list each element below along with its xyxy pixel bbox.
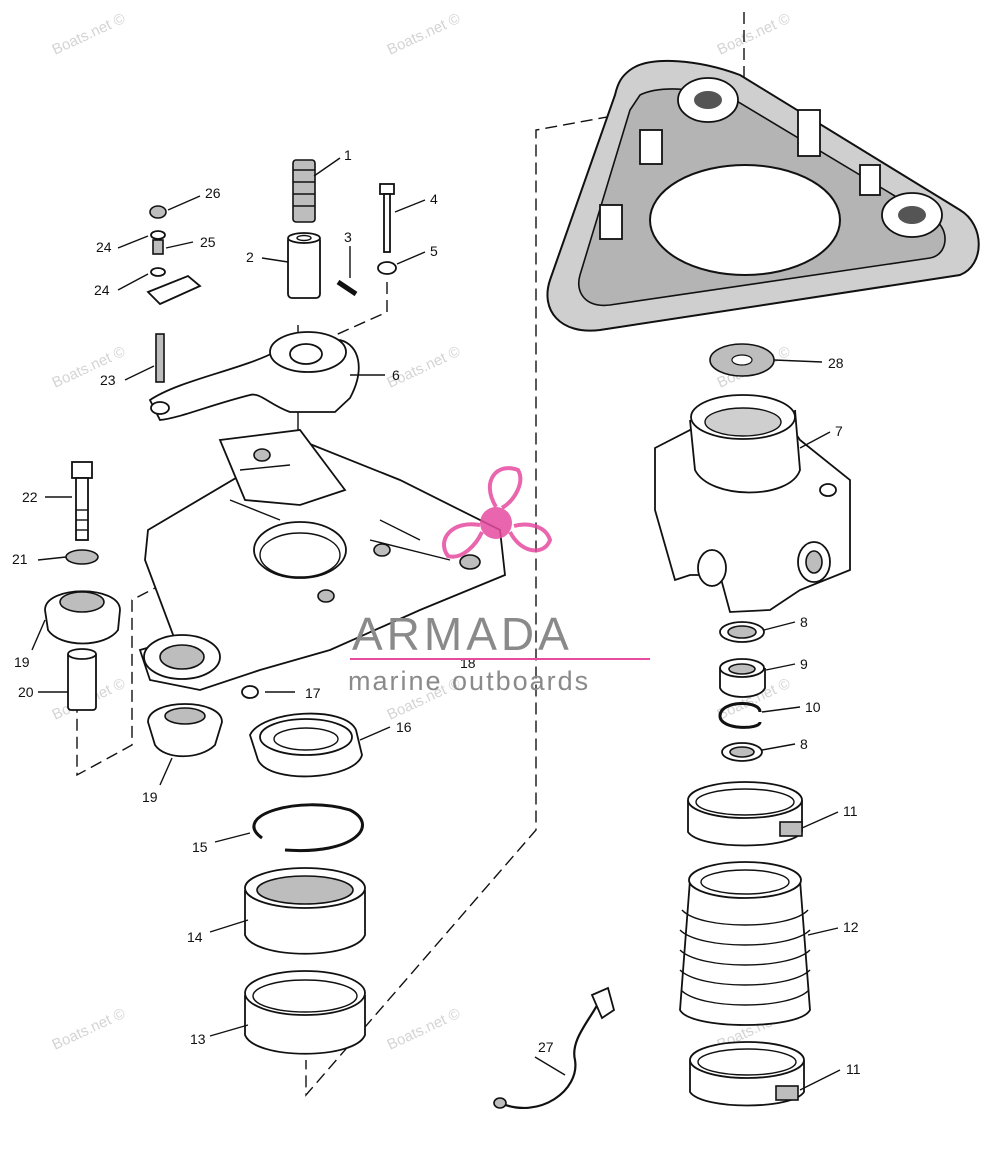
label-part-19-left: 19 [14, 654, 30, 670]
label-part-10: 10 [805, 699, 821, 715]
dashed-line-left [76, 574, 181, 777]
watermark: Boats.net © [50, 10, 128, 59]
brand-tagline: marine outboards [348, 666, 590, 696]
part-bushing [287, 232, 321, 299]
label-part-5: 5 [430, 243, 438, 259]
label-part-14: 14 [187, 929, 203, 945]
label-part-6: 6 [392, 367, 400, 383]
label-part-13: 13 [190, 1031, 206, 1047]
part-plate [709, 343, 775, 377]
propeller-logo-icon [441, 466, 553, 559]
label-part-27: 27 [538, 1039, 554, 1055]
label-part-17: 17 [305, 685, 321, 701]
label-part-28: 28 [828, 355, 844, 371]
leader-lines [31, 157, 841, 1091]
dashed-line-main [305, 12, 745, 1097]
part-bellows [679, 861, 811, 1026]
dashed-line-bolt4 [319, 282, 388, 343]
label-part-23: 23 [100, 372, 116, 388]
watermark: Boats.net © [385, 1005, 463, 1054]
part-seal-lower [721, 742, 763, 762]
label-part-3: 3 [344, 229, 352, 245]
label-part-7: 7 [835, 423, 843, 439]
watermark: Boats.net © [50, 1005, 128, 1054]
part-bolt [379, 183, 395, 253]
part-retaining-ring [718, 701, 762, 729]
part-snap-ring [252, 803, 364, 853]
watermark: Boats.net © [50, 343, 128, 392]
label-part-24-upper: 24 [96, 239, 112, 255]
part-steering-pin [292, 159, 316, 223]
label-part-4: 4 [430, 191, 438, 207]
part-hose-clamp-lower [689, 1041, 805, 1107]
part-mount-bolt [71, 461, 93, 541]
label-part-20: 20 [18, 684, 34, 700]
label-part-22: 22 [22, 489, 38, 505]
label-part-26: 26 [205, 185, 221, 201]
part-sleeve [67, 648, 97, 711]
part-rubber-mount-lower [147, 703, 223, 758]
part-pin [336, 279, 358, 297]
part-screw-small [241, 685, 259, 699]
label-part-16: 16 [396, 719, 412, 735]
label-part-11-upper: 11 [843, 803, 858, 819]
part-bearing-small [719, 658, 766, 698]
armada-logo: ARMADA marine outboards [348, 466, 650, 696]
part-nut-washers [149, 205, 167, 277]
part-steering-arm [148, 331, 360, 421]
label-part-25: 25 [200, 234, 216, 250]
part-washer [377, 261, 397, 275]
part-bearing [249, 712, 363, 778]
part-bearing-race [244, 867, 366, 955]
part-rubber-mount-upper [44, 590, 121, 645]
part-ring [244, 970, 366, 1055]
label-part-11-lower: 11 [846, 1061, 861, 1077]
label-part-12: 12 [843, 919, 859, 935]
part-labels: 1 2 3 4 5 6 7 8 9 10 8 11 12 11 13 14 15… [12, 147, 861, 1077]
brand-name: ARMADA [352, 608, 573, 660]
label-part-8-upper: 8 [800, 614, 808, 630]
part-link-block [146, 274, 202, 306]
part-seal-upper [719, 621, 765, 643]
part-bell-housing [654, 394, 851, 613]
label-part-21: 21 [12, 551, 28, 567]
watermark: Boats.net © [715, 10, 793, 59]
label-part-1: 1 [344, 147, 352, 163]
watermark: Boats.net © [385, 10, 463, 59]
label-part-2: 2 [246, 249, 254, 265]
part-ground-wire [493, 986, 616, 1109]
label-part-24-lower: 24 [94, 282, 110, 298]
part-mount-washer [65, 549, 99, 565]
part-stud [155, 333, 165, 383]
label-part-9: 9 [800, 656, 808, 672]
label-part-19-lower: 19 [142, 789, 158, 805]
label-part-8-lower: 8 [800, 736, 808, 752]
label-part-15: 15 [192, 839, 208, 855]
part-gimbal-housing [546, 60, 980, 332]
part-swivel-bracket [138, 429, 506, 691]
part-hose-clamp-upper [687, 781, 803, 847]
